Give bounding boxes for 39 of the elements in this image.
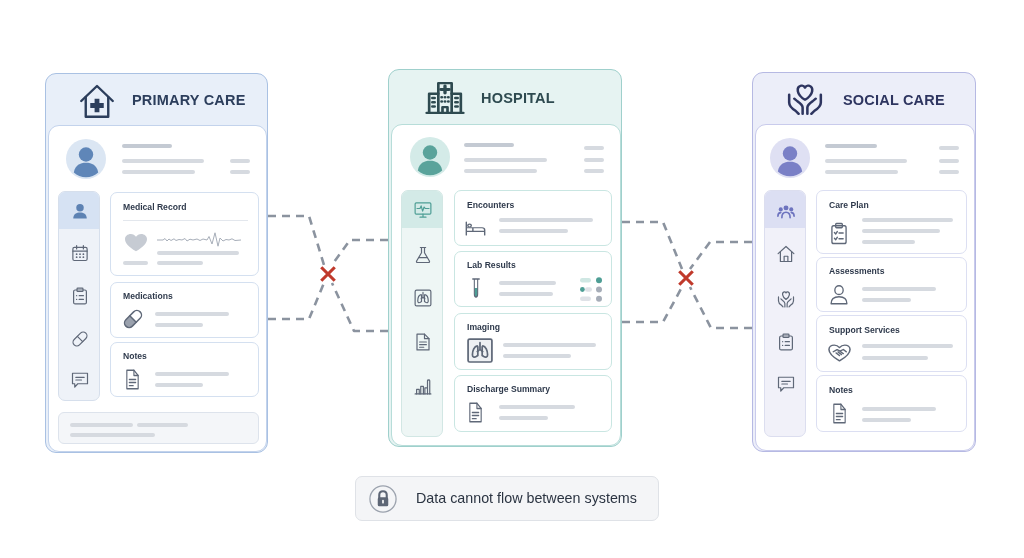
- record-card: [110, 192, 259, 276]
- card-title: Medications: [123, 292, 173, 302]
- record-card: [816, 375, 967, 432]
- system-panel: [45, 73, 268, 453]
- record-card: [816, 315, 967, 372]
- card-title: Notes: [829, 386, 853, 396]
- panel-title: PRIMARY CARE: [132, 92, 246, 109]
- system-panel: [752, 72, 976, 452]
- card-title: Imaging: [467, 323, 500, 333]
- cross-mark-icon: [319, 265, 337, 283]
- card-title: Assessments: [829, 267, 885, 277]
- dashed-connector: [622, 286, 684, 324]
- card-title: Notes: [123, 352, 147, 362]
- card-title: Support Services: [829, 326, 900, 336]
- record-card: [454, 190, 612, 246]
- panel-title: SOCIAL CARE: [843, 92, 945, 109]
- card-title: Medical Record: [123, 203, 187, 213]
- record-card: [454, 251, 612, 307]
- system-panel: [388, 69, 622, 447]
- record-card: [816, 257, 967, 312]
- card-title: Care Plan: [829, 201, 869, 211]
- dashed-connector: [688, 240, 752, 270]
- panel-title: HOSPITAL: [481, 90, 555, 107]
- cross-mark-icon: [677, 269, 695, 287]
- dashed-connector: [622, 220, 684, 270]
- record-card: [454, 313, 612, 370]
- record-card: [816, 190, 967, 254]
- card-title: Discharge Summary: [467, 385, 551, 395]
- dashed-connector: [688, 286, 752, 330]
- notice-box: [355, 476, 659, 521]
- card-title: Encounters: [467, 201, 515, 211]
- record-card: [110, 342, 259, 397]
- dashed-connector: [268, 282, 326, 321]
- card-title: Lab Results: [467, 261, 516, 271]
- notice-text: Data cannot flow between systems: [416, 490, 637, 507]
- record-card: [110, 282, 259, 338]
- dashed-connector: [330, 282, 388, 333]
- record-card: [454, 375, 612, 432]
- dashed-connector: [268, 214, 326, 266]
